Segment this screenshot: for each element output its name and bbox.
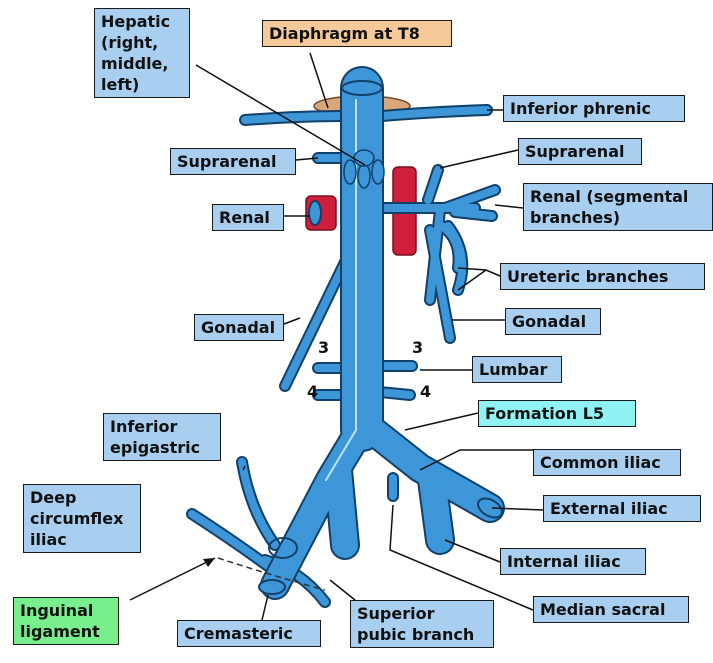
label-internal-iliac: Internal iliac [500, 548, 646, 575]
label-cremasteric: Cremasteric [177, 620, 321, 647]
label-diaphragm: Diaphragm at T8 [262, 20, 452, 47]
label-renal-left: Renal [212, 204, 284, 231]
lumbar-number-left-upper: 3 [318, 338, 329, 357]
label-deep-circumflex-iliac: Deep circumflex iliac [23, 484, 141, 553]
label-hepatic: Hepatic (right, middle, left) [94, 8, 190, 98]
label-inferior-phrenic: Inferior phrenic [503, 95, 685, 122]
lumbar-number-left-lower: 4 [307, 382, 318, 401]
label-superior-pubic-branch: Superior pubic branch [350, 600, 494, 648]
lumbar-number-right-lower: 4 [420, 382, 431, 401]
label-lumbar: Lumbar [472, 356, 562, 383]
label-formation-l5: Formation L5 [478, 400, 636, 427]
label-renal-right: Renal (segmental branches) [523, 183, 713, 231]
label-inguinal-ligament: Inguinal ligament [13, 597, 119, 645]
femoral-opening [259, 580, 285, 594]
label-ureteric: Ureteric branches [500, 263, 705, 290]
label-external-iliac: External iliac [543, 495, 701, 522]
label-inferior-epigastric: Inferior epigastric [103, 413, 221, 461]
lumbar-number-right-upper: 3 [412, 338, 423, 357]
label-suprarenal-left: Suprarenal [170, 148, 296, 175]
label-gonadal-right: Gonadal [505, 308, 601, 335]
label-gonadal-left: Gonadal [194, 314, 284, 341]
label-suprarenal-right: Suprarenal [518, 138, 642, 165]
label-common-iliac: Common iliac [533, 449, 681, 476]
label-median-sacral: Median sacral [533, 596, 689, 623]
ivc-top-opening [342, 81, 382, 95]
iliac-vessels-fill [275, 430, 490, 585]
renal-left-opening [309, 201, 321, 225]
